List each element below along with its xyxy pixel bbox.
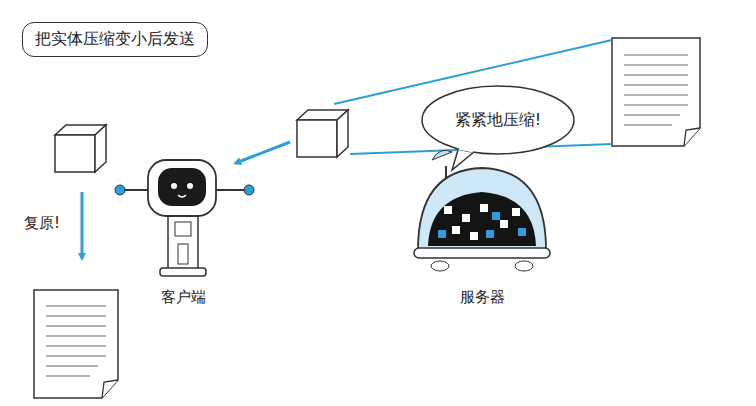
restore-arrow — [81, 192, 84, 258]
server-robot — [414, 150, 550, 271]
server-label-node: 服务器 — [456, 286, 509, 309]
speech-text-node: 紧紧地压缩! — [451, 108, 545, 133]
compressed-cube — [297, 110, 348, 157]
title: 把实体压缩变小后发送 — [35, 29, 195, 50]
client-label-node: 客户端 — [157, 286, 210, 309]
send-arrow — [236, 142, 290, 163]
restore-label: 复原! — [24, 214, 60, 233]
client-label: 客户端 — [161, 288, 206, 307]
speech-bubble — [422, 86, 574, 170]
client-robot — [115, 160, 254, 276]
document — [612, 38, 700, 146]
title-box: 把实体压缩变小后发送 — [22, 22, 208, 57]
speech-text: 紧紧地压缩! — [455, 110, 541, 131]
document — [34, 290, 118, 398]
received-cube — [55, 125, 106, 172]
server-label: 服务器 — [460, 288, 505, 307]
